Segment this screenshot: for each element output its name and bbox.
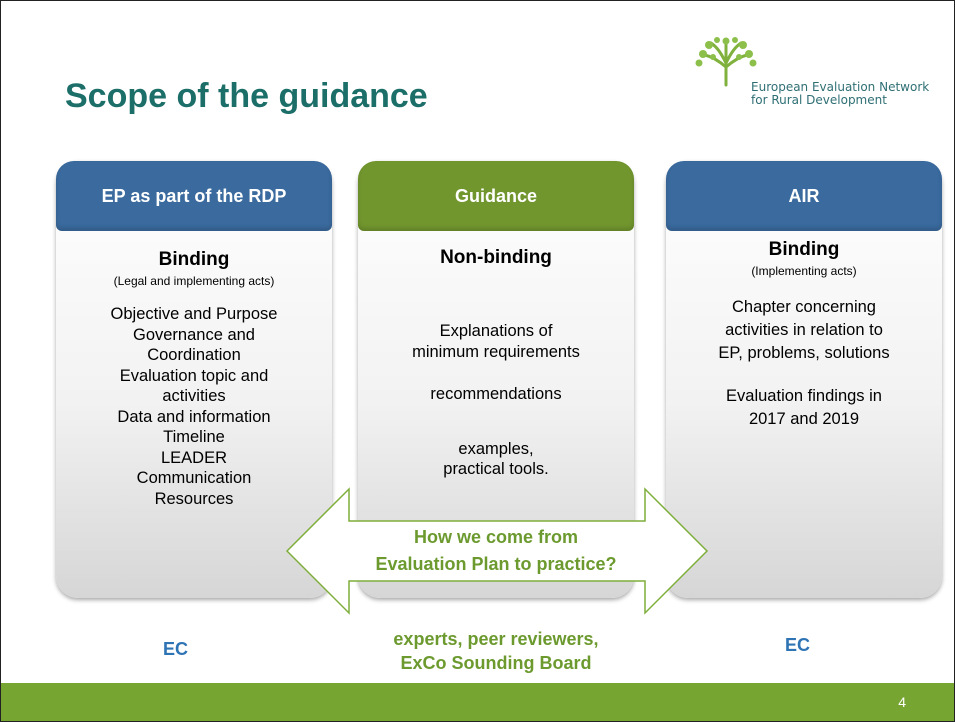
list-item: Evaluation findings in [726,387,882,405]
list-item: Chapter concerning [731,298,876,316]
logo: European Evaluation Network for Rural De… [691,37,951,117]
list-item: EP, problems, solutions [718,344,890,362]
list-item: Coordination [147,346,241,364]
list-item: Data and information [117,407,271,426]
list-item: Explanations of [439,322,553,340]
ep-items: Objective and Purpose Governance and Coo… [56,304,332,509]
logo-text: European Evaluation Network for Rural De… [751,81,929,107]
list-item: Communication [136,469,252,487]
list-item: Governance and [132,325,255,344]
ep-status: Binding [158,249,230,270]
ep-column-header: EP as part of the RDP [56,161,332,231]
guidance-column-header: Guidance [358,161,634,231]
air-note: (Implementing acts) [751,264,857,278]
air-column-header: AIR [666,161,942,231]
tree-icon [695,37,757,87]
guidance-explanations: Explanations of minimum requirements [358,321,634,362]
list-item: Objective and Purpose [110,305,278,323]
air-status: Binding [768,239,840,260]
arrow-text: How we come from Evaluation Plan to prac… [301,524,691,578]
ec-label-left: EC [163,639,189,659]
list-item: practical tools. [443,460,549,478]
experts-line-2: ExCo Sounding Board [400,653,592,673]
guidance-status: Non-binding [440,247,552,268]
guidance-column-body: Non-binding Explanations of minimum requ… [358,231,634,480]
list-item: activities in relation to [725,321,883,339]
guidance-examples: examples, practical tools. [358,439,634,480]
guidance-recommendations: recommendations [358,384,634,405]
ep-column: EP as part of the RDP Binding (Legal and… [56,161,332,598]
list-item: recommendations [430,385,562,403]
list-item: minimum requirements [412,342,580,361]
list-item: LEADER [160,448,228,467]
list-item: Resources [154,489,234,508]
list-item: activities [162,387,226,405]
air-chapter: Chapter concerning activities in relatio… [666,296,942,365]
experts-label: experts, peer reviewers, ExCo Sounding B… [301,627,691,675]
logo-line-1: European Evaluation Network [751,80,930,94]
double-arrow-icon [285,487,709,615]
air-column: AIR Binding (Implementing acts) Chapter … [666,161,942,598]
experts-line-1: experts, peer reviewers, [393,629,599,649]
arrow-line-2: Evaluation Plan to practice? [375,554,617,574]
air-column-body: Binding (Implementing acts) Chapter conc… [666,231,942,431]
ec-label-right: EC [785,635,811,655]
page-number: 4 [898,694,906,710]
slide-title: Scope of the guidance [65,77,428,115]
air-findings: Evaluation findings in 2017 and 2019 [666,385,942,431]
list-item: examples, [458,439,534,458]
ep-column-body: Binding (Legal and implementing acts) Ob… [56,231,332,509]
list-item: Timeline [163,428,225,446]
ep-note: (Legal and implementing acts) [113,274,275,288]
list-item: 2017 and 2019 [748,410,860,428]
logo-line-2: for Rural Development [751,93,887,107]
bottom-bar: 4 [1,683,954,721]
arrow-line-1: How we come from [413,527,579,547]
list-item: Evaluation topic and [119,366,269,385]
